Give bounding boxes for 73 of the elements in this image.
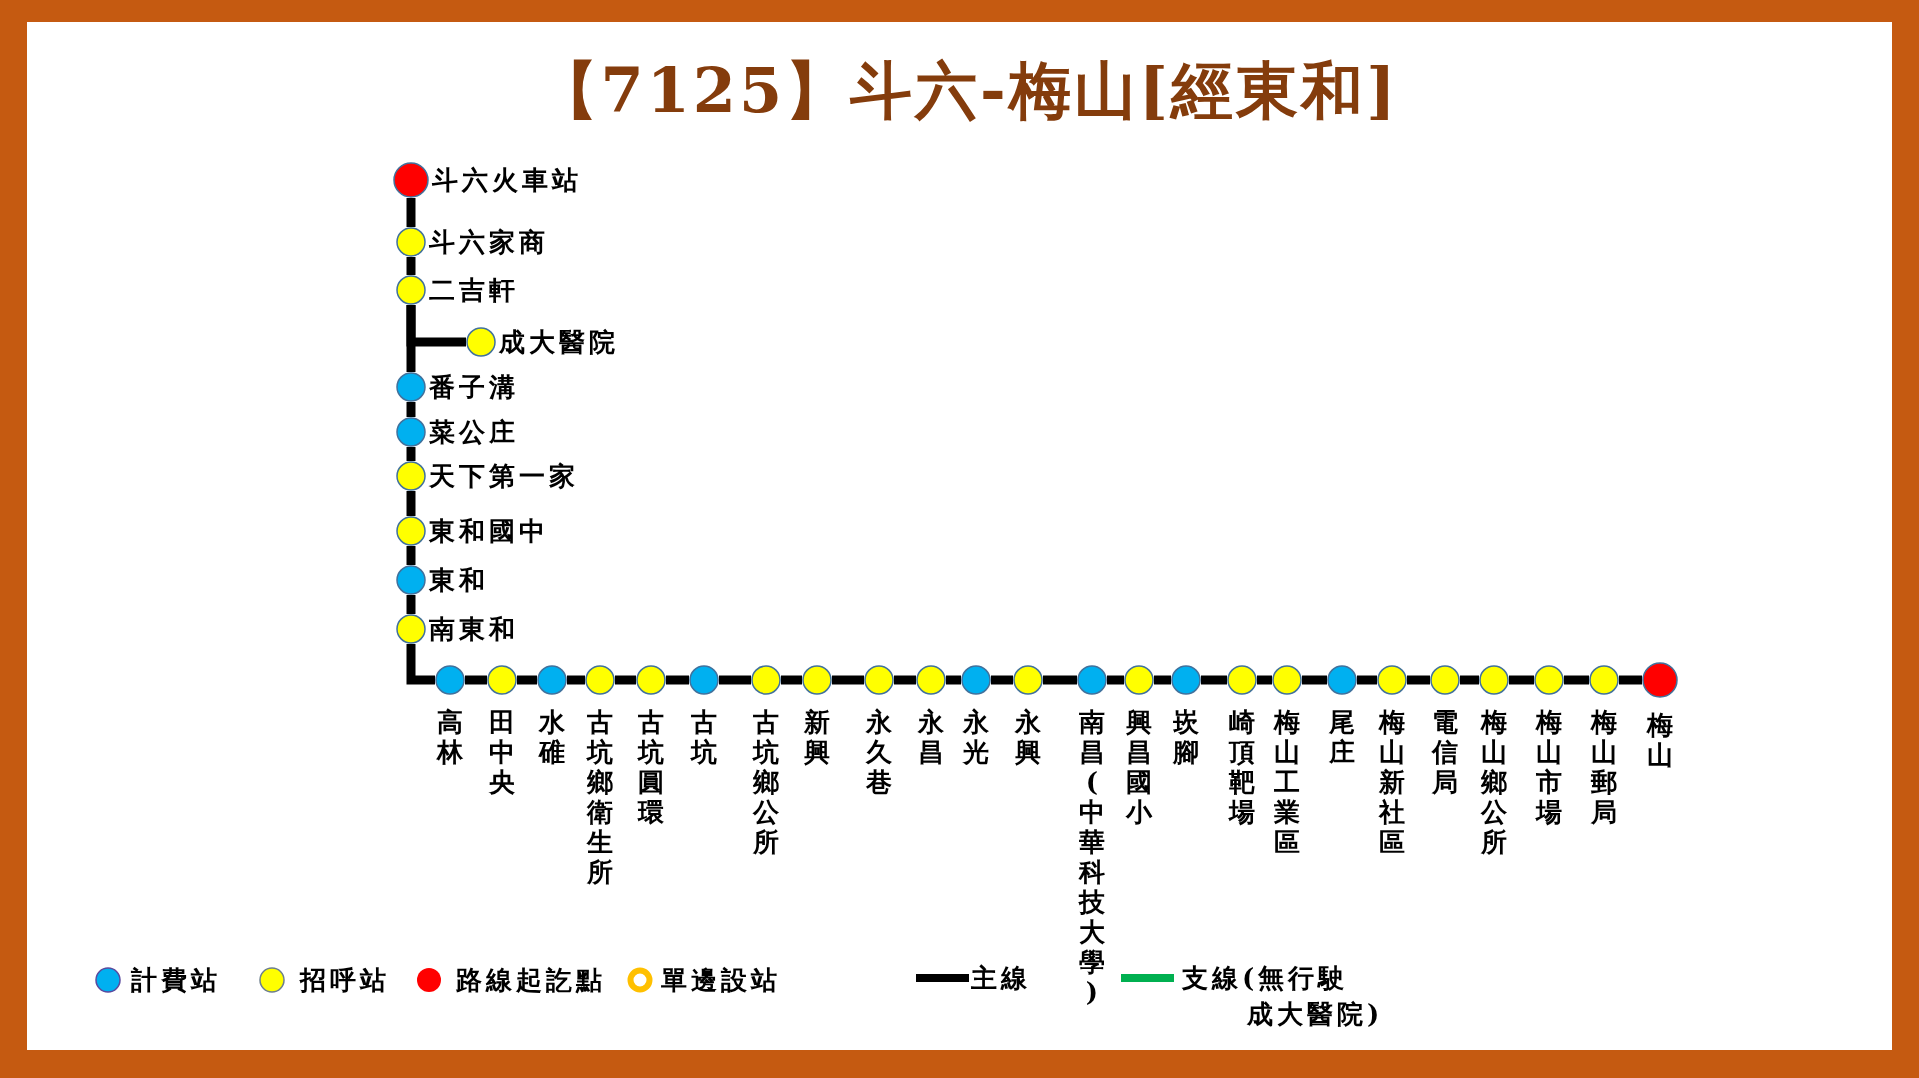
route-line [517,675,537,685]
route-line [465,675,487,685]
station-name: 興昌國小 [1126,707,1152,827]
station-name: 二吉軒 [429,277,519,303]
route-line [406,595,416,614]
station-name: 古坑圓環 [638,707,664,827]
legend-label: 計費站 [131,964,221,997]
route-line [991,675,1013,685]
station-name: 南東和 [429,616,519,642]
legend-label: 單邊設站 [661,964,781,997]
station-name: 電信局 [1432,707,1458,797]
station-name: 天下第一家 [429,463,579,489]
route-line [406,644,435,685]
station-name: 梅山新社區 [1379,707,1405,857]
station-name: 梅山工業區 [1274,707,1300,857]
station-name: 永久巷 [866,707,892,797]
route-line [1154,675,1171,685]
route-line [832,675,864,685]
route-line [1201,675,1227,685]
station-name: 高林 [437,707,463,767]
station-name: 尾庄 [1329,707,1355,767]
route-title: 【7125】斗六-梅山[經東和] [535,60,1399,122]
station-name: 菜公庄 [429,419,519,445]
route-line [615,675,636,685]
route-line [666,675,689,685]
station-name: 古坑鄉公所 [753,707,779,857]
legend-label: 支線(無行駛成大醫院) [1182,962,1384,1031]
station-name: 永光 [963,707,989,767]
station-name: 永昌 [918,707,944,767]
route-line [1302,675,1327,685]
station-name: 新興 [804,707,830,767]
route-line [781,675,802,685]
route-line [1619,675,1642,685]
route-line [406,447,416,461]
station-name: 斗六家商 [429,229,549,255]
route-line [406,491,416,516]
legend-label: 招呼站 [300,964,390,997]
route-line [1460,675,1479,685]
station-name: 古坑 [691,707,717,767]
station-name: 番子溝 [429,374,519,400]
station-name: 梅山郵局 [1591,707,1617,827]
route-line [406,546,416,565]
legend-label: 路線起訖點 [456,964,606,997]
station-name: 東和 [429,567,489,593]
route-line [1564,675,1589,685]
station-name: 田中央 [489,707,515,797]
station-name: 梅山 [1647,710,1673,770]
station-name: 崁腳 [1173,707,1199,767]
route-line [946,675,961,685]
route-line [1043,675,1077,685]
route-line [1407,675,1430,685]
route-line [1107,675,1124,685]
station-name: 水碓 [539,707,565,767]
route-line [406,402,416,417]
station-name: 崎頂靶場 [1229,707,1255,827]
station-name: 東和國中 [429,518,549,544]
route-line [894,675,916,685]
route-line [719,675,751,685]
route-line [567,675,585,685]
station-name: 古坑鄉衛生所 [587,707,613,887]
station-name: 南昌(中華科技大學) [1079,707,1105,1007]
route-line [1357,675,1377,685]
route-line [1257,675,1272,685]
station-name: 梅山市場 [1536,707,1562,827]
station-name: 永興 [1015,707,1041,767]
route-line [1509,675,1534,685]
route-line [406,257,416,275]
station-name: 梅山鄉公所 [1481,707,1507,857]
legend-label: 主線 [971,962,1031,995]
route-line [406,198,416,227]
station-name: 斗六火車站 [432,167,582,193]
route-line [406,305,416,372]
station-name: 成大醫院 [499,329,619,355]
